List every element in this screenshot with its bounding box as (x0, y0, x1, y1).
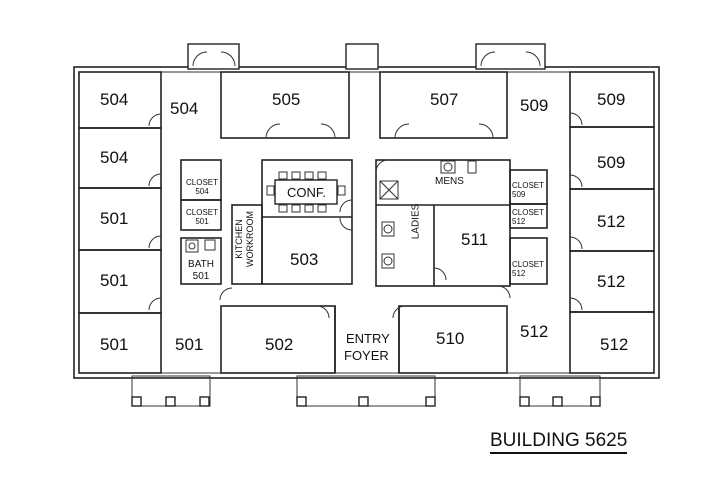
closet-512b-walls (509, 237, 548, 285)
mens-label: MENS (435, 176, 464, 187)
room-505-walls (220, 71, 350, 139)
room-501-c: 501 (100, 335, 129, 354)
ladies-label: LADIES (410, 203, 422, 240)
conference-chairs (266, 171, 346, 213)
restroom-fixtures (185, 160, 477, 269)
room-512-d: 512 (600, 335, 629, 354)
room-503: 503 (290, 250, 319, 269)
room-505: 505 (272, 90, 301, 109)
door-swings (148, 112, 583, 319)
closet-512a-walls (509, 203, 548, 229)
conf-label: CONF. (285, 185, 328, 200)
room-504-a: 504 (100, 90, 129, 109)
room-509-c: 509 (597, 153, 626, 172)
room-511: 511 (461, 230, 489, 249)
room-502: 502 (265, 335, 294, 354)
room-501-d: 501 (175, 335, 204, 354)
room-512-a: 512 (597, 212, 626, 231)
entry-label: ENTRY (346, 331, 390, 346)
room-504-c: 504 (100, 148, 129, 167)
room-512-b: 512 (597, 272, 626, 291)
vestibule-center (345, 43, 379, 70)
vestibule-doors (192, 51, 541, 67)
left-offices (78, 71, 162, 374)
bath-501-walls (180, 237, 222, 285)
foyer-label: FOYER (344, 348, 389, 363)
building-title: BUILDING 5625 (490, 430, 628, 454)
room-507: 507 (430, 90, 459, 109)
room-510: 510 (436, 329, 465, 348)
closet-501-walls (180, 199, 222, 231)
room-504-b: 504 (170, 99, 199, 118)
room-501-a: 501 (100, 209, 129, 228)
room-507-walls (379, 71, 508, 139)
right-offices (569, 71, 655, 374)
room-509-b: 509 (597, 90, 626, 109)
vestibule-right (475, 43, 546, 70)
room-512-c: 512 (520, 322, 549, 341)
kitchen-walls (231, 204, 263, 285)
room-509-a: 509 (520, 96, 549, 115)
room-501-b: 501 (100, 271, 129, 290)
porch-posts (131, 396, 601, 407)
